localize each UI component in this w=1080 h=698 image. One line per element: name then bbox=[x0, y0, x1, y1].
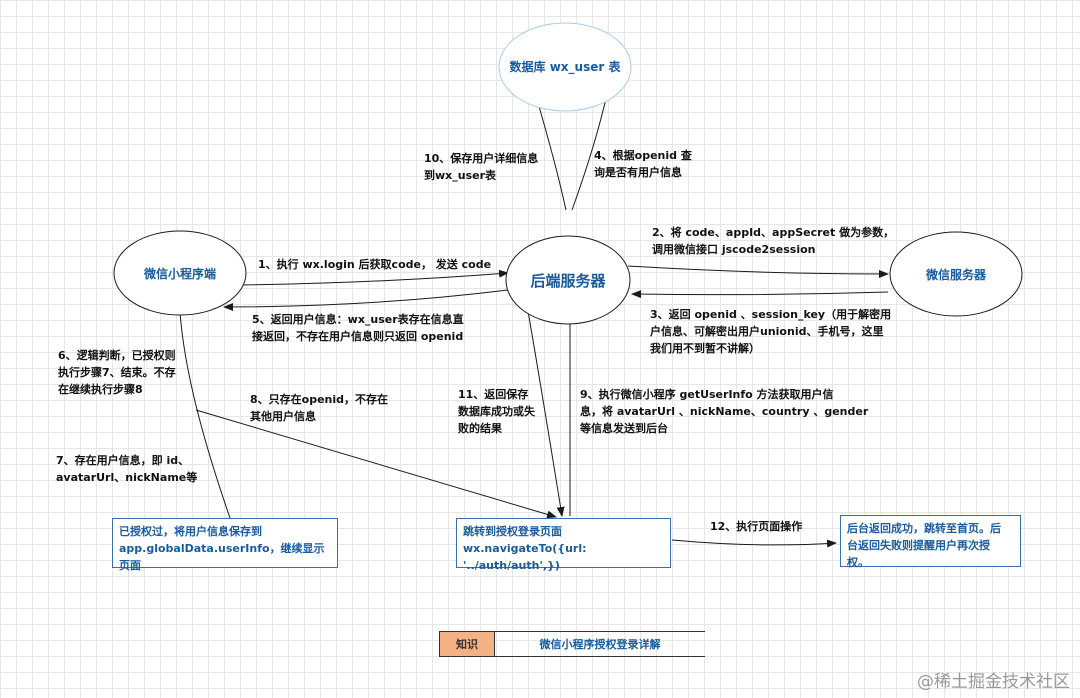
label-step-4: 4、根据openid 查 询是否有用户信息 bbox=[594, 149, 692, 179]
db-node-shape bbox=[498, 22, 632, 112]
db-node-label: 数据库 wx_user 表 bbox=[510, 59, 622, 75]
wechat-node-label: 微信服务器 bbox=[925, 267, 987, 282]
edge-7 bbox=[179, 311, 231, 519]
label-step-12: 12、执行页面操作 bbox=[710, 520, 803, 533]
label-step-11: 11、返回保存 数据库成功或失 败的结果 bbox=[458, 388, 535, 435]
watermark: @稀土掘金技术社区 bbox=[917, 672, 1070, 692]
server-node-label: 后端服务器 bbox=[530, 272, 606, 290]
legend: 知识 微信小程序授权登录详解 bbox=[439, 631, 705, 657]
label-step-8: 8、只存在openid，不存在 其他用户信息 bbox=[250, 393, 389, 423]
label-step-3: 3、返回 openid 、session_key（用于解密用 户信息、可解密出用… bbox=[650, 308, 892, 355]
edge-12 bbox=[671, 539, 837, 548]
wechat-node-shape bbox=[889, 231, 1023, 317]
edge-1 bbox=[239, 269, 509, 286]
authorized-box: 已授权过，将用户信息保存到 app.globalData.userInfo，继续… bbox=[112, 518, 338, 572]
legend-title: 微信小程序授权登录详解 bbox=[539, 638, 661, 651]
result-box: 后台返回成功，跳转至首页。后 台返回失败则提醒用户再次授 权。 bbox=[840, 515, 1021, 569]
client-node-shape bbox=[113, 230, 247, 316]
legend-key: 知识 bbox=[439, 632, 495, 656]
navigate-auth-box: 跳转到授权登录页面 wx.navigateTo({url: '../auth/a… bbox=[456, 518, 671, 572]
client-node-label: 微信小程序端 bbox=[143, 266, 216, 281]
edge-5 bbox=[223, 289, 509, 311]
edge-11 bbox=[526, 304, 565, 517]
edge-8 bbox=[195, 409, 557, 519]
label-step-5: 5、返回用户信息：wx_user表存在信息直 接返回，不存在用户信息则只返回 o… bbox=[252, 313, 464, 343]
label-step-6: 6、逻辑判断，已授权则 执行步骤7、结束。不存 在继续执行步骤8 bbox=[58, 349, 176, 396]
server-node-shape bbox=[505, 235, 631, 325]
edge-3 bbox=[631, 290, 889, 299]
label-step-2: 2、将 code、appId、appSecret 做为参数， 调用微信接口 js… bbox=[652, 226, 895, 256]
label-step-9: 9、执行微信小程序 getUserInfo 方法获取用户信 息，将 avatar… bbox=[580, 388, 869, 435]
label-step-10: 10、保存用户详细信息 到wx_user表 bbox=[424, 152, 539, 182]
label-step-7: 7、存在用户信息，即 id、 avatarUrl、nickName等 bbox=[56, 454, 198, 484]
edge-2 bbox=[627, 265, 889, 278]
label-step-1: 1、执行 wx.login 后获取code， 发送 code bbox=[258, 258, 492, 271]
